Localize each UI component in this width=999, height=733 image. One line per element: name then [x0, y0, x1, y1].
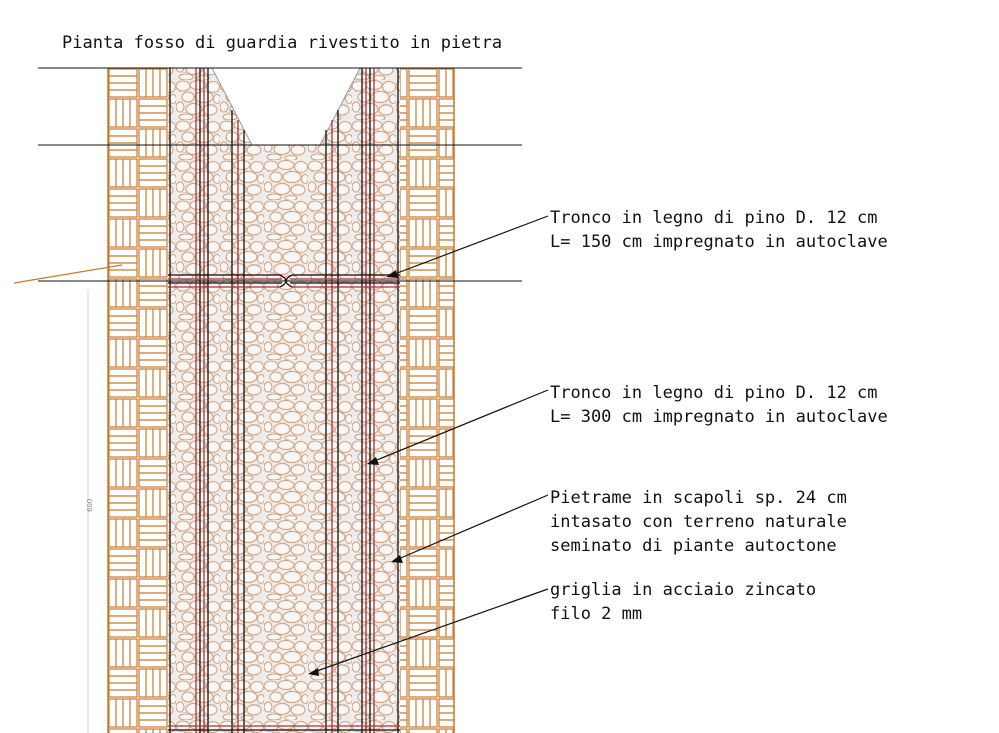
callout-pietrame: Pietrame in scapoli sp. 24 cm intasato c…	[550, 488, 847, 556]
dimension-600: 600	[86, 290, 94, 733]
bottom-cross-log	[168, 725, 400, 731]
wood-band-left	[107, 68, 168, 733]
callout-line: L= 300 cm impregnato in autoclave	[550, 407, 888, 427]
callout-line: seminato di piante autoctone	[550, 536, 837, 556]
transverse-log	[168, 274, 400, 288]
section-lines	[38, 67, 522, 282]
callout-line: intasato con terreno naturale	[550, 512, 847, 532]
callout-line: L= 150 cm impregnato in autoclave	[550, 232, 888, 252]
drawing-title: Pianta fosso di guardia rivestito in pie…	[62, 33, 502, 53]
dimension-label: 600	[86, 499, 94, 512]
callout-griglia: griglia in acciaio zincato filo 2 mm	[550, 580, 816, 624]
wood-band-right	[400, 68, 455, 733]
callout-line: griglia in acciaio zincato	[550, 580, 816, 600]
callout-line: Tronco in legno di pino D. 12 cm	[550, 208, 878, 228]
longitudinal-logs-left	[169, 68, 245, 733]
longitudinal-logs-right	[325, 68, 399, 733]
left-leader-line	[13, 264, 123, 284]
callout-tronco-150: Tronco in legno di pino D. 12 cm L= 150 …	[550, 208, 888, 252]
leader-arrowheads	[308, 270, 403, 676]
channel-inlet	[212, 68, 360, 145]
callout-line: Tronco in legno di pino D. 12 cm	[550, 383, 878, 403]
callout-tronco-300: Tronco in legno di pino D. 12 cm L= 300 …	[550, 383, 888, 427]
leader-lines	[313, 215, 549, 673]
callout-line: filo 2 mm	[550, 604, 642, 624]
stone-channel	[168, 68, 400, 733]
callout-line: Pietrame in scapoli sp. 24 cm	[550, 488, 847, 508]
